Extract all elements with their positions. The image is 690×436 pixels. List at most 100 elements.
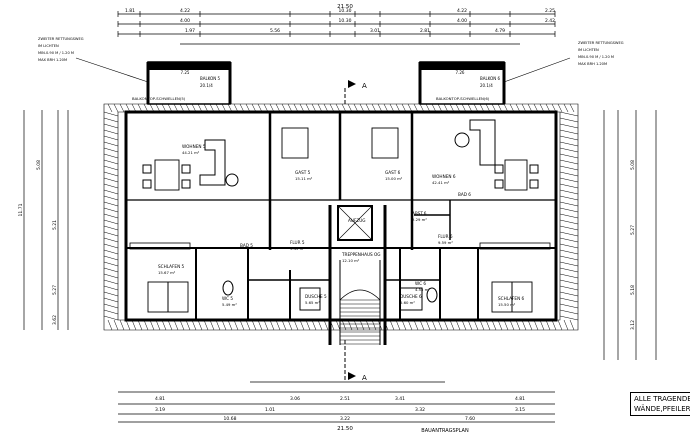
room-label-flur5: FLUR 5 [290, 240, 305, 245]
roof-hatch-line [559, 201, 579, 207]
room-area-gast5: 15.11 m² [295, 176, 313, 181]
dim-bot-r2: 3.15 [515, 407, 525, 413]
roof-hatch-line [563, 103, 569, 113]
roof-hatch-line [557, 319, 563, 331]
roof-hatch-line [395, 319, 401, 331]
roof-hatch-line [559, 147, 579, 153]
roof-hatch-line [479, 319, 485, 331]
dim-top-r1: 2.25 [545, 8, 555, 14]
balcony-left-sill: BALKONTOP-SCHWELLEN(5) [132, 96, 186, 101]
dim-top-r3: 1.97 [185, 28, 195, 34]
roof-hatch-line [461, 319, 467, 331]
roof-hatch-line [149, 319, 155, 331]
dim-left: 3.62 [52, 315, 58, 325]
room-label-bad6: BAD 6 [458, 192, 471, 197]
roof-hatch-line [103, 183, 119, 189]
room-label-aufzug: AUFZUG [348, 218, 366, 223]
roof-hatch-line [559, 261, 579, 267]
roof-hatch-line [281, 319, 287, 331]
roof-hatch-line [305, 319, 311, 331]
roof-hatch-line [559, 129, 579, 135]
dim-left: 5.21 [52, 220, 58, 230]
dim-top-r1: 10.30 [339, 8, 352, 14]
roof-hatch-line [551, 319, 557, 331]
roof-hatch-line [413, 319, 419, 331]
roof-hatch-line [179, 319, 185, 331]
roof-hatch-line [103, 315, 119, 321]
roof-hatch-line [473, 319, 479, 331]
roof-hatch-line [103, 273, 119, 279]
roof-hatch-line [103, 189, 119, 195]
roof-hatch-line [103, 111, 119, 117]
callout-left-line: MIN.0.90 M / 1.20 M [38, 51, 74, 55]
roof-hatch-line [239, 319, 245, 331]
dim-bot-r3: 10.68 [224, 416, 237, 422]
roof-hatch-line [503, 319, 509, 331]
roof-hatch-line [443, 319, 449, 331]
roof-hatch-line [103, 123, 119, 129]
roof-hatch-line [293, 319, 299, 331]
roof-hatch-line [227, 319, 233, 331]
roof-hatch-line [509, 319, 515, 331]
room-area-dusche6: 5.60 m² [400, 300, 415, 305]
roof-hatch-line [539, 319, 545, 331]
roof-hatch-line [353, 319, 359, 331]
callout-right-line: IM LICHTEN [578, 48, 599, 52]
balcony-left-dims: 7.25 [181, 70, 190, 75]
callout-right-line: MAX BRH 1.20M [578, 62, 607, 66]
roof-hatch-line [527, 319, 533, 331]
roof-hatch-line [371, 319, 377, 331]
roof-hatch-line [275, 319, 281, 331]
roof-hatch-line [559, 231, 579, 237]
roof-hatch-line [559, 165, 579, 171]
roof-hatch-line [559, 123, 579, 129]
dim-top-r2: 4.00 [457, 18, 467, 24]
roof-hatch-line [431, 319, 437, 331]
roof-edge-hatching [103, 103, 579, 331]
roof-hatch-line [559, 255, 579, 261]
roof-hatch-line [437, 319, 443, 331]
roof-hatch-line [103, 117, 119, 123]
roof-hatch-line [233, 319, 239, 331]
roof-hatch-line [497, 319, 503, 331]
dim-right: 3.12 [630, 320, 636, 330]
dimension-chains-bottom [118, 381, 555, 423]
dimension-chains-top [117, 11, 556, 45]
roof-hatch-line [185, 319, 191, 331]
roof-hatch-line [103, 297, 119, 303]
roof-hatch-line [559, 117, 579, 123]
dim-right: 5.08 [630, 160, 636, 170]
roof-hatch-line [559, 171, 579, 177]
roof-hatch-line [287, 319, 293, 331]
balcony-right-dims: 7.26 [456, 70, 465, 75]
room-label-schlafen6: SCHLAFEN 6 [498, 296, 525, 301]
room-area-wc6: 4.55 m² [415, 287, 430, 292]
roof-hatch-line [103, 309, 119, 315]
roof-hatch-line [559, 297, 579, 303]
dim-right: 5.18 [630, 285, 636, 295]
dim-bot-r1: 3.41 [395, 396, 405, 402]
dim-top-r1: 4.22 [457, 8, 467, 14]
room-area-flur5: 9.45 m² [290, 246, 305, 251]
room-label-gast5: GAST 5 [295, 170, 311, 175]
room-label-schlafen5: SCHLAFEN 5 [158, 264, 185, 269]
room-label-wc6: WC 6 [415, 281, 426, 286]
roof-hatch-line [407, 319, 413, 331]
room-label-wohnen5: WOHNEN 5 [182, 144, 206, 149]
callout-left-line: IM LICHTEN [38, 44, 59, 48]
interior-walls [195, 112, 479, 345]
roof-hatch-line [197, 319, 203, 331]
roof-hatch-line [559, 267, 579, 273]
roof-hatch-line [103, 177, 119, 183]
roof-hatch-line [137, 319, 143, 331]
room-area-dusche5: 5.65 m² [305, 300, 320, 305]
roof-hatch-line [143, 319, 149, 331]
dim-bot-r2: 1.01 [265, 407, 275, 413]
callout-right-line: MIN.0.90 M / 1.20 M [578, 55, 614, 59]
roof-hatch-line [559, 273, 579, 279]
roof-hatch-line [203, 319, 209, 331]
room-label-gast6: GAST 6 [385, 170, 401, 175]
roof-hatch-line [545, 319, 551, 331]
roof-hatch-line [559, 315, 579, 321]
section-marker-bottom: A [362, 374, 367, 382]
